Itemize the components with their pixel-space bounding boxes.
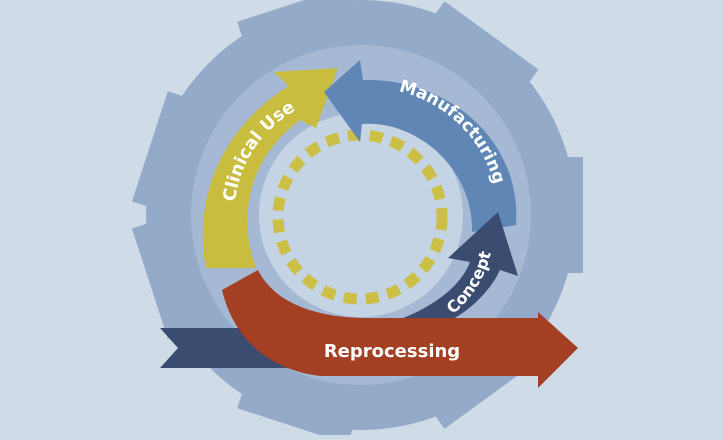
gear-hub — [259, 113, 463, 317]
concept-arrow — [398, 212, 518, 330]
manufacturing-arrow — [324, 60, 517, 232]
reprocessing-label: Reprocessing — [324, 341, 460, 362]
reprocessing-arrow — [222, 270, 578, 388]
clinical-use-arrow — [202, 68, 338, 268]
